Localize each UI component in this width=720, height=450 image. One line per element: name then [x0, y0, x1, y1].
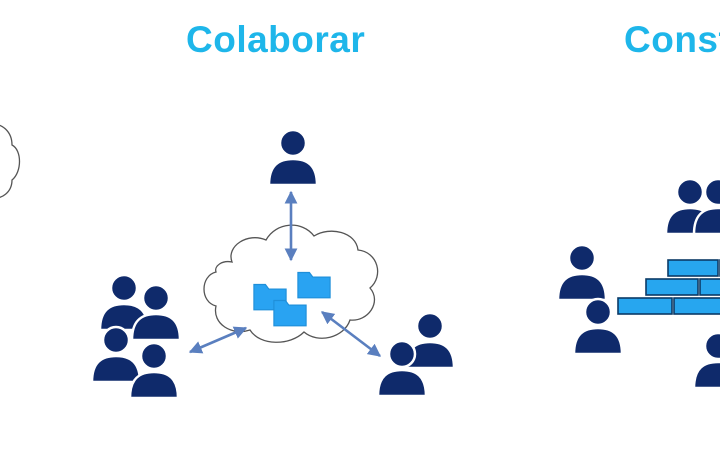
people-group — [90, 128, 720, 400]
brick-wall — [617, 259, 720, 315]
person-icon — [572, 297, 624, 356]
brick-icon — [699, 278, 720, 296]
double-arrow — [320, 310, 382, 358]
heading-construir-partial: Const — [624, 19, 720, 60]
person-icon — [692, 331, 720, 390]
brick-icon — [667, 259, 719, 277]
heading-colaborar: Colaborar — [186, 19, 366, 60]
double-arrow — [188, 326, 248, 354]
person-icon — [267, 128, 319, 187]
person-icon — [556, 243, 608, 302]
arrow-group — [188, 190, 382, 358]
brick-icon — [673, 297, 720, 315]
brick-icon — [617, 297, 673, 315]
cloud-icon — [0, 124, 21, 198]
brick-icon — [645, 278, 699, 296]
